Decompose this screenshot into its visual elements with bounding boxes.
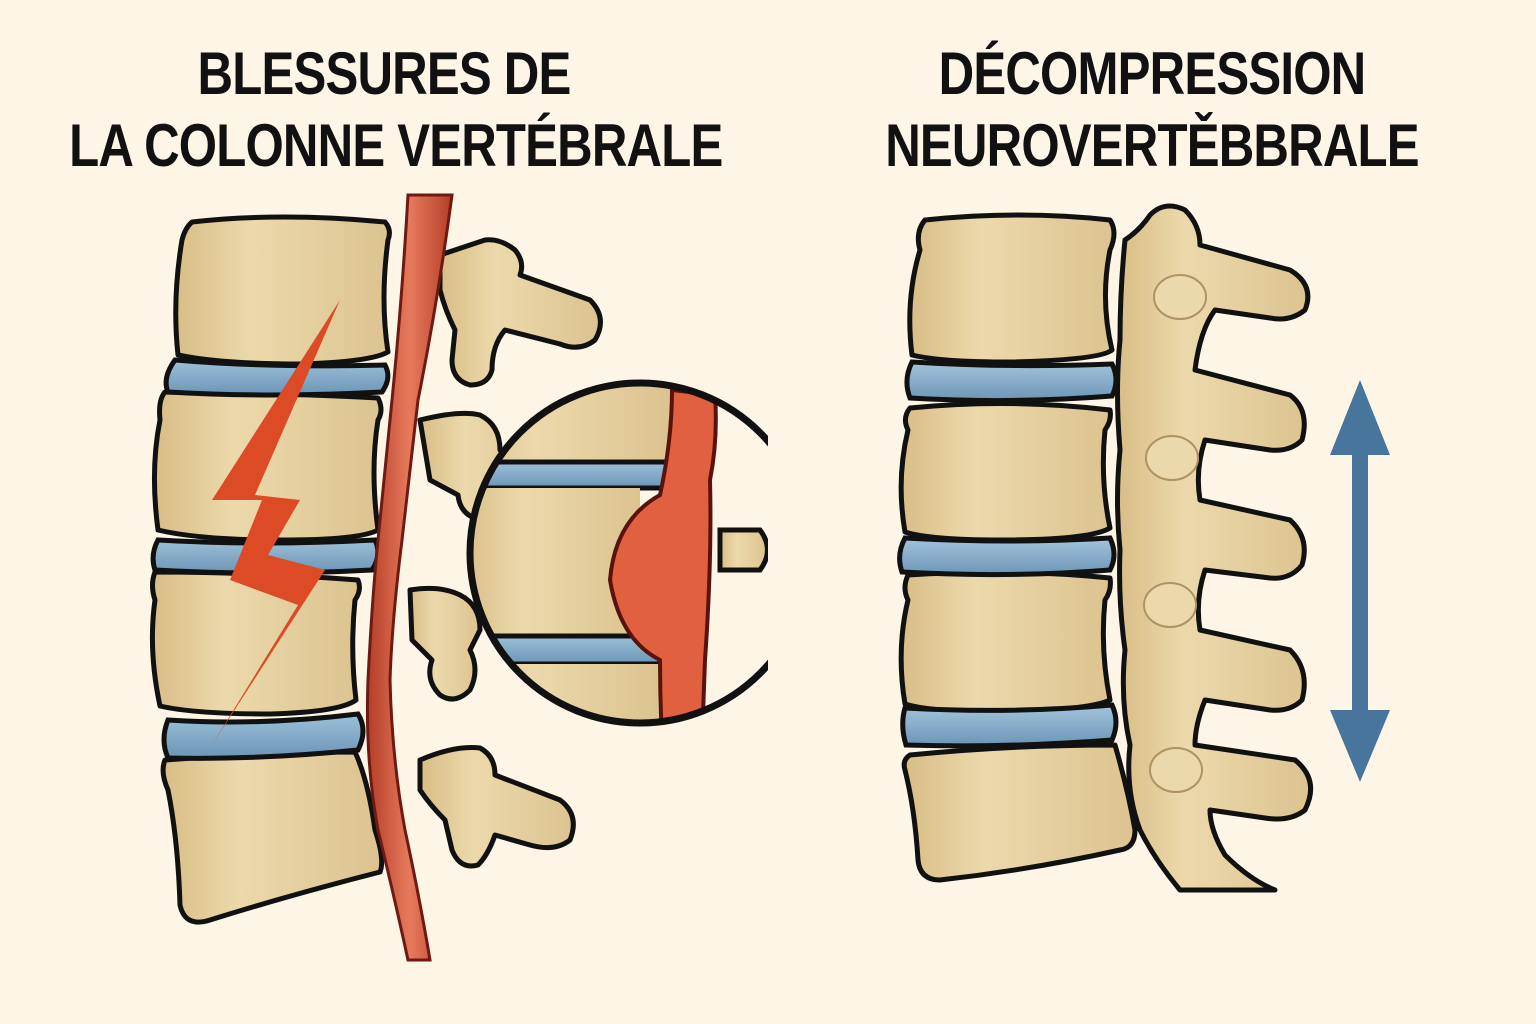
intervertebral-discs (150, 357, 391, 761)
decompression-title-line2: NEUROVERTĚBBRALE (885, 112, 1419, 179)
decompression-title: DÉCOMPRESSION NEUROVERTĚBBRALE (837, 38, 1467, 182)
articular-knobs (1143, 274, 1207, 793)
vertebra-3 (149, 569, 362, 717)
posterior-elements (1115, 203, 1314, 893)
vertebral-bodies (898, 212, 1138, 883)
lightning-bolt-pain-icon (212, 300, 340, 745)
injury-title-line2: LA COLONNE VERTÉBRALE (69, 112, 723, 179)
decompressed-spine-illustration (897, 203, 1390, 893)
decompression-title-line1: DÉCOMPRESSION (938, 40, 1367, 107)
decompression-panel: DÉCOMPRESSION NEUROVERTĚBBRALE (768, 0, 1536, 1024)
decompression-arrow-icon (1330, 380, 1390, 782)
injured-spine-illustration (149, 193, 768, 962)
intervertebral-discs (897, 359, 1119, 749)
vertebra-2 (151, 389, 384, 543)
spinous-processes (407, 237, 603, 869)
bulging-nerve (607, 387, 718, 723)
injury-title-line1: BLESSURES DE (197, 40, 572, 107)
spinal-cord (365, 193, 454, 962)
injury-title: BLESSURES DE LA COLONNE VERTÉBRALE (69, 38, 723, 182)
vertebra-1 (173, 214, 392, 367)
herniated-disc-inset (466, 379, 768, 727)
injury-panel: BLESSURES DE LA COLONNE VERTÉBRALE (69, 38, 768, 962)
vertebra-4 (160, 749, 385, 925)
